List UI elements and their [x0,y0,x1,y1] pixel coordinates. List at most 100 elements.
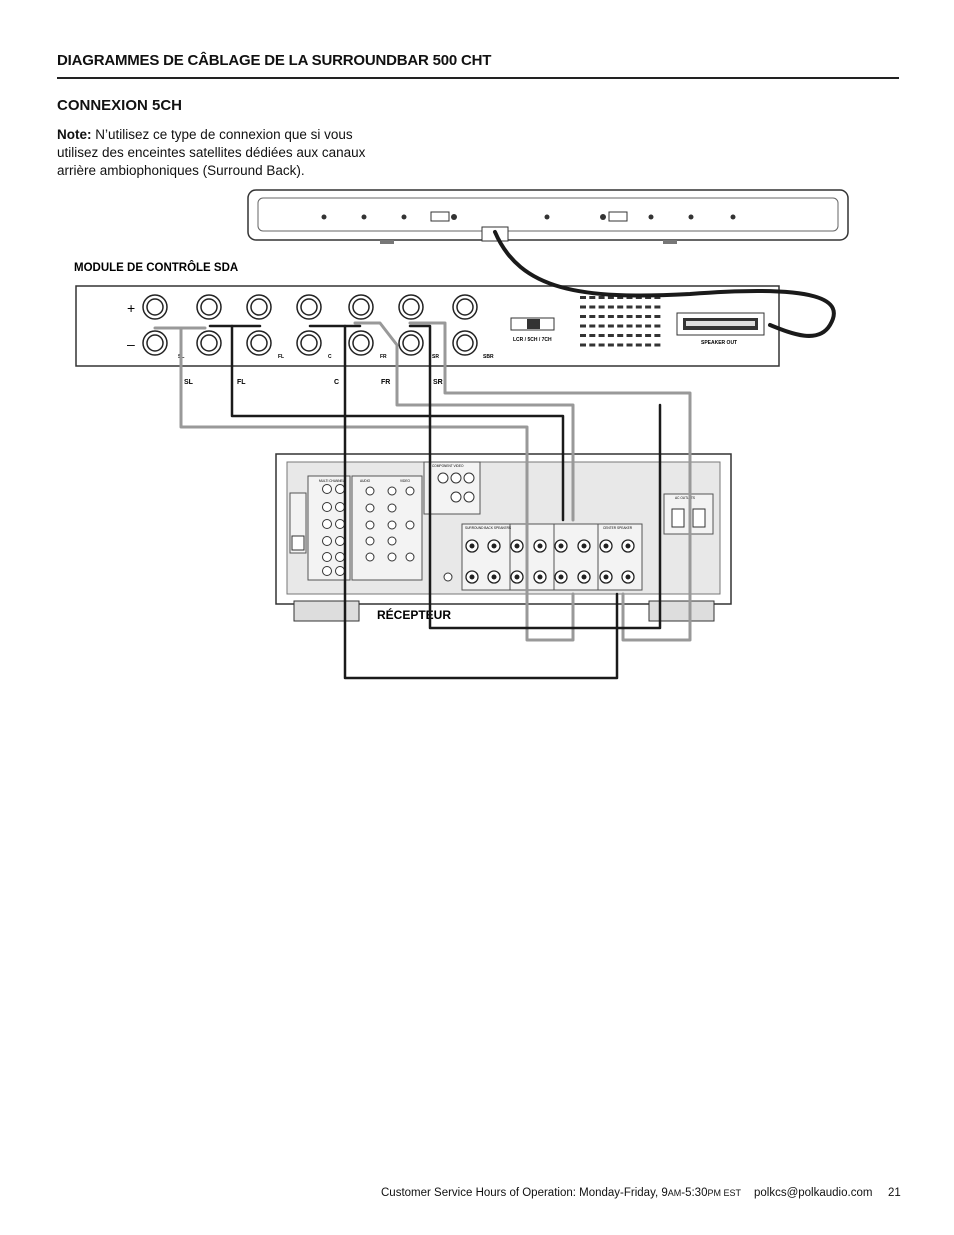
vent-slot [598,334,605,337]
vent-slot [645,324,652,328]
vent-slot [617,296,624,299]
page-title: DIAGRAMMES DE CÂBLAGE DE LA SURROUNDBAR … [57,52,492,69]
vent-slot [580,296,586,299]
vent-slot [626,334,633,337]
vent-slot [654,324,661,328]
binding-post [196,294,222,320]
rca-jack [322,519,332,529]
rx-surround-back-label: SURROUND BACK SPEAKERS [465,526,511,530]
rca-jack [322,536,332,546]
component-jack [463,472,475,484]
channel-label: FR [381,379,390,386]
footer-am: AM [667,1188,682,1198]
terminal-label: FR [380,354,387,360]
component-jack [437,472,449,484]
rca-jack [365,552,375,562]
rca-jack [365,536,375,546]
rca-jack [405,552,415,562]
footer-hours: Customer Service Hours of Operation: Mon… [381,1187,741,1199]
vent-slot [589,334,596,337]
vent-slot [645,315,652,318]
vent-slot [598,324,605,328]
rca-jack [335,502,345,512]
rca-jack [335,536,345,546]
binding-post [246,330,272,356]
binding-post [246,294,272,320]
vent-slot [589,315,596,318]
rca-jack [365,486,375,496]
footer-hours-mid: -5:30 [681,1187,708,1199]
vent-slot [589,343,596,347]
rca-jack [387,552,397,562]
binding-post [142,294,168,320]
sda-terminals [142,294,478,356]
vent-slot [589,324,596,328]
vent-slot [589,305,596,309]
component-jack [463,491,475,503]
binding-post [296,330,322,356]
note-text: N’utilisez ce type de connexion que si v… [57,127,366,178]
rca-jack [387,520,397,530]
channel-label: C [334,379,339,386]
rca-jack [387,486,397,496]
rca-jack [322,552,332,562]
receiver: SURROUND BACK SPEAKERS CENTER SPEAKER CO… [275,453,732,622]
rx-center-label: CENTER SPEAKER [603,526,633,530]
terminal-label: SR [432,354,439,360]
vent-slot [617,305,624,309]
binding-post [452,330,478,356]
vent-slot [645,334,652,337]
vent-slot [617,315,624,318]
footer-email: polkcs@polkaudio.com [754,1187,873,1199]
rca-jack [335,519,345,529]
binding-post [348,330,374,356]
plus-symbol: + [127,300,135,316]
vent-slot [580,334,586,337]
vent-slot [635,324,642,328]
mode-switch-label: LCR / 5CH / 7CH [513,337,552,343]
vent-slot [635,343,642,347]
vent-grid [580,296,661,347]
receiver-label: RÉCEPTEUR [377,607,451,622]
channel-label: SR [433,379,443,386]
soundbar [247,189,849,244]
rca-jack [335,484,345,494]
rx-audio-label: AUDIO [360,479,371,483]
vent-slot [654,343,661,347]
rca-jack [405,520,415,530]
vent-slot [580,324,586,328]
vent-slot [607,305,614,309]
page-number: 21 [888,1187,901,1199]
rca-jack [387,536,397,546]
rca-jack [335,552,345,562]
binding-post [398,294,424,320]
rca-jack [365,520,375,530]
vent-slot [626,305,633,309]
binding-post [398,330,424,356]
rca-jack [365,503,375,513]
terminal-label: C [328,354,332,360]
vent-slot [635,334,642,337]
rx-video-label: VIDEO [400,479,410,483]
vent-slot [589,296,596,299]
vent-slot [607,315,614,318]
vent-slot [598,305,605,309]
vent-slot [654,305,661,309]
channel-label: SL [184,379,194,386]
component-jack [450,472,462,484]
minus-symbol: – [127,336,135,352]
vent-slot [626,324,633,328]
vent-slot [580,343,586,347]
vent-slot [626,315,633,318]
channel-labels: SL FL C FR SR [184,379,443,386]
binding-post [142,330,168,356]
antenna-jack [443,572,453,582]
rca-jack [322,566,332,576]
binding-post [296,294,322,320]
section-title: CONNEXION 5CH [57,97,183,114]
channel-label: FL [237,379,246,386]
receiver-jacks [322,472,475,582]
vent-slot [580,315,586,318]
terminal-label: SBR [483,354,494,360]
